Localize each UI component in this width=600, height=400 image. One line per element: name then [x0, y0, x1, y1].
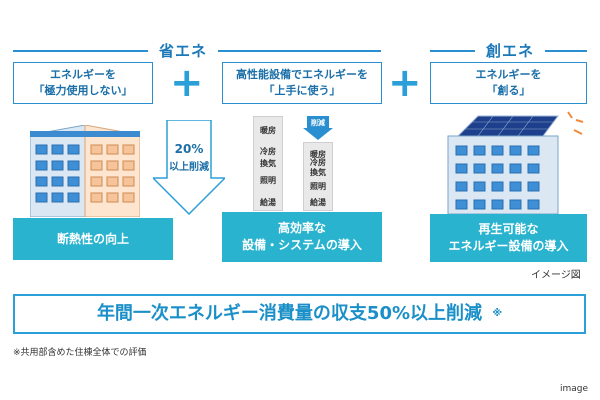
- strategy-box-line: 「創る」: [486, 84, 531, 97]
- strategy-box-efficient: 高性能設備でエネルギーを 「上手に使う」: [222, 62, 382, 104]
- corner-image-label: image: [560, 384, 589, 394]
- column-label: 給湯: [260, 198, 276, 207]
- energy-column-before: 暖房 冷房 換気 照明 給湯: [253, 116, 283, 211]
- solar-building-svg: [447, 111, 584, 215]
- plus-icon: +: [388, 60, 422, 106]
- energy-column-after: 暖房 冷房 換気 照明 給湯: [303, 142, 333, 211]
- column-label: 暖房: [260, 126, 276, 135]
- panel-renewable: 再生可能な エネルギー設備の導入: [430, 214, 587, 262]
- column-label: 冷房: [310, 158, 326, 167]
- column-label: 照明: [260, 176, 276, 185]
- summary-text: 年間一次エネルギー消費量の収支50%以上削減: [96, 303, 483, 324]
- strategy-box-line: エネルギーを: [50, 68, 116, 81]
- reduction-percent: 20%: [174, 142, 204, 156]
- arrow-svg: [151, 119, 227, 216]
- column-label: 給湯: [310, 198, 326, 207]
- tag-arrow-svg: [303, 116, 333, 140]
- panel-text: 断熱性の向上: [56, 232, 129, 246]
- strategy-box-line: 「極力使用しない」: [33, 84, 133, 97]
- reduction-tag-label: 削減: [311, 119, 325, 127]
- building-svg: [29, 124, 141, 218]
- column-label: 暖房: [310, 150, 326, 159]
- column-label: 冷房: [260, 147, 276, 156]
- panel-text: 高効率な: [277, 221, 326, 235]
- save-header: 省エネ: [158, 42, 207, 60]
- strategy-box-create: エネルギーを 「創る」: [430, 62, 587, 104]
- strategy-box-minimize: エネルギーを 「極力使用しない」: [13, 62, 153, 104]
- insulated-building-icon: [29, 124, 141, 218]
- panel-text: 再生可能な: [478, 222, 539, 236]
- create-header: 創エネ: [485, 42, 534, 60]
- plus-icon: +: [170, 60, 204, 106]
- panel-text: 設備・システムの導入: [242, 238, 362, 252]
- reduction-text: 以上削減: [169, 162, 209, 173]
- column-label: 換気: [260, 159, 276, 168]
- panel-insulation: 断熱性の向上: [13, 218, 173, 260]
- strategy-box-line: 高性能設備でエネルギーを: [236, 68, 368, 81]
- strategy-box-line: 「上手に使う」: [263, 84, 341, 97]
- panel-text: エネルギー設備の導入: [448, 239, 569, 253]
- panel-efficient-systems: 高効率な 設備・システムの導入: [222, 212, 382, 262]
- create-header-line-right: [545, 50, 587, 52]
- solar-building-icon: [438, 106, 588, 215]
- save-header-line-right: [218, 50, 381, 52]
- summary-mark: ※: [492, 308, 503, 319]
- column-label: 換気: [310, 168, 326, 177]
- footnote: ※共用部含めた住棟全体での評価: [13, 348, 147, 358]
- image-caption: イメージ図: [531, 270, 581, 281]
- column-label: 照明: [310, 182, 326, 191]
- reduction-arrow-icon: [151, 119, 227, 216]
- save-header-line-left: [13, 50, 148, 52]
- strategy-box-line: エネルギーを: [475, 68, 542, 81]
- summary-banner: 年間一次エネルギー消費量の収支50%以上削減 ※: [13, 294, 586, 334]
- create-header-line-left: [430, 50, 475, 52]
- reduction-tag: [303, 116, 333, 140]
